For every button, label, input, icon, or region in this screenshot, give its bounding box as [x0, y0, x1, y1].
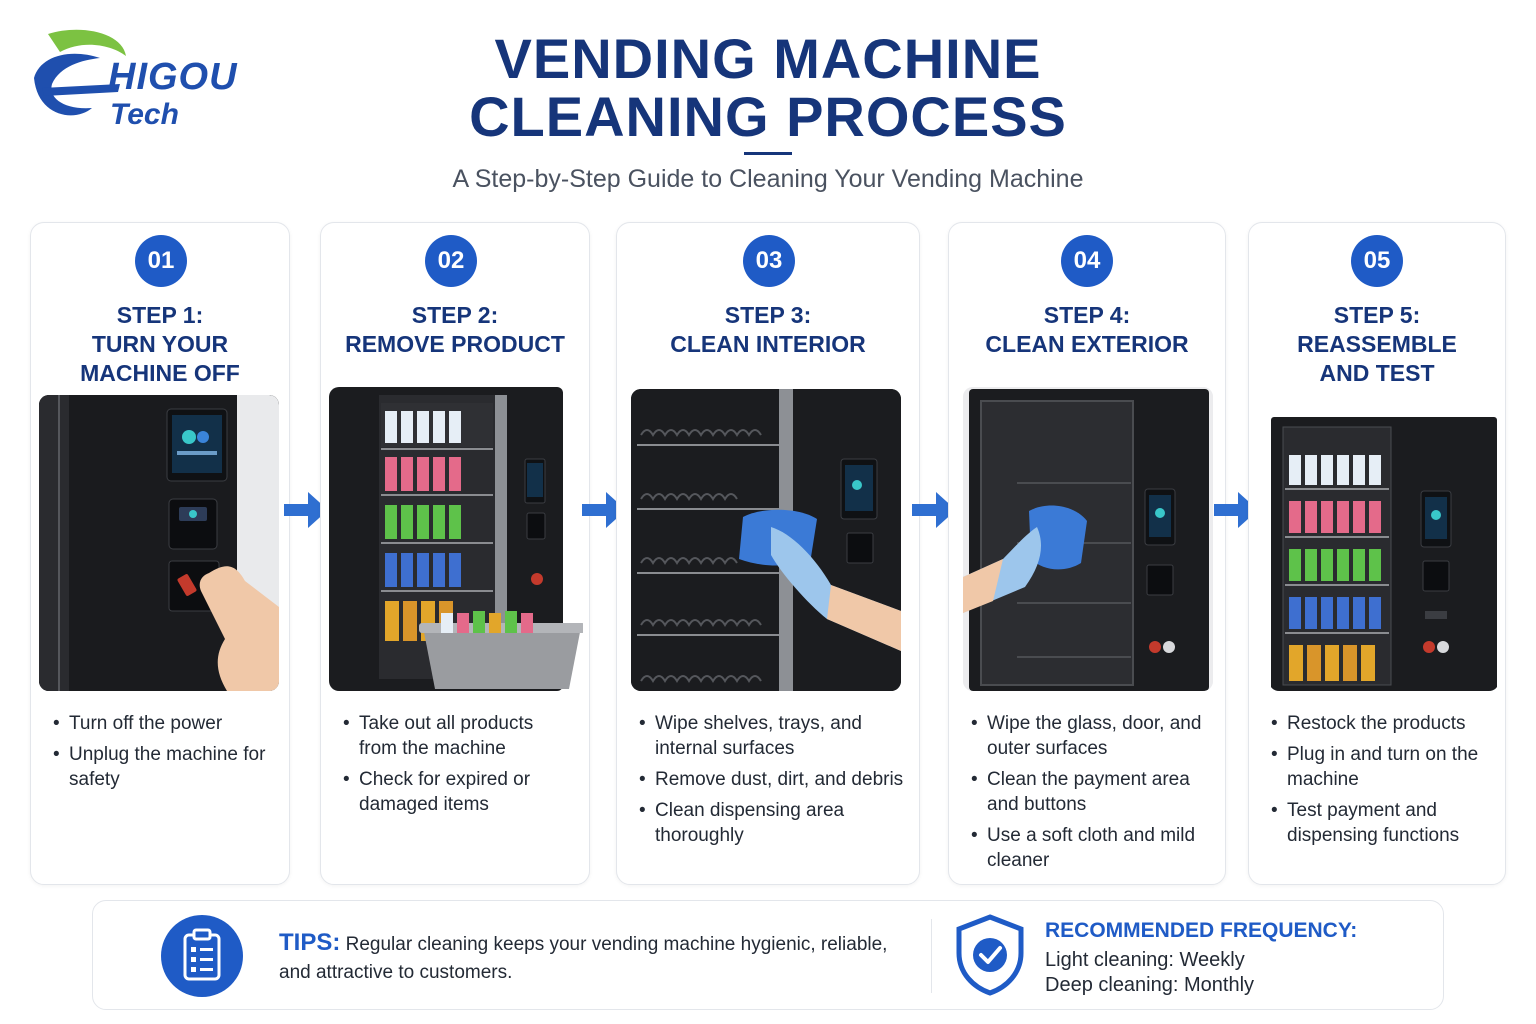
- logo-wordmark: HIGOU: [108, 56, 238, 98]
- step-title-line: STEP 1:: [116, 302, 204, 328]
- frequency-light: Light cleaning: Weekly: [1045, 949, 1245, 971]
- title-line-1: VENDING MACHINE: [494, 27, 1042, 90]
- step-number-badge: 03: [743, 235, 795, 287]
- step-title-line: TURN YOUR: [91, 331, 229, 357]
- frequency-title: RECOMMENDED FREQUENCY:: [1045, 919, 1358, 942]
- step-bullet-list: Restock the products Plug in and turn on…: [1271, 711, 1491, 854]
- step-bullet-list: Turn off the power Unplug the machine fo…: [53, 711, 275, 798]
- step-title-line: STEP 3:: [724, 302, 812, 328]
- step-number-badge: 01: [135, 235, 187, 287]
- step-bullet: Clean the payment area and buttons: [971, 767, 1211, 817]
- tips-body: Regular cleaning keeps your vending mach…: [279, 934, 888, 983]
- step-bullet: Unplug the machine for safety: [53, 742, 275, 792]
- logo-swoosh-icon: [34, 29, 126, 116]
- machine-power-switch-photo: [39, 395, 279, 691]
- step-bullet: Use a soft cloth and mild cleaner: [971, 823, 1211, 873]
- step-card-5: 05 STEP 5: REASSEMBLE AND TEST Restock: [1248, 222, 1506, 885]
- step-title-line: REASSEMBLE: [1297, 331, 1457, 357]
- step-bullet: Turn off the power: [53, 711, 275, 736]
- step-bullet-list: Wipe the glass, door, and outer surfaces…: [971, 711, 1211, 879]
- step-bullet: Restock the products: [1271, 711, 1491, 736]
- step-card-4: 04 STEP 4: CLEAN EXTERIOR Wip: [948, 222, 1226, 885]
- step-title-line: STEP 4:: [1043, 302, 1131, 328]
- logo-subword: Tech: [110, 98, 179, 131]
- step-bullet: Wipe shelves, trays, and internal surfac…: [639, 711, 905, 761]
- step-number-badge: 05: [1351, 235, 1403, 287]
- title-line-2: CLEANING PROCESS: [469, 85, 1067, 148]
- step-title-line: STEP 5:: [1333, 302, 1421, 328]
- clipboard-checklist-icon: [161, 915, 243, 997]
- step-title-line: CLEAN INTERIOR: [670, 331, 866, 357]
- arrow-right-icon: [912, 492, 956, 528]
- step-bullet: Clean dispensing area thoroughly: [639, 798, 905, 848]
- interior-wipe-photo: [631, 389, 901, 691]
- page-subtitle: A Step-by-Step Guide to Cleaning Your Ve…: [452, 165, 1084, 193]
- step-bullet: Wipe the glass, door, and outer surfaces: [971, 711, 1211, 761]
- brand-logo: HIGOU Tech: [30, 26, 270, 136]
- step-bullet: Take out all products from the machine: [343, 711, 575, 761]
- shield-check-icon: [956, 914, 1024, 996]
- step-title-line: AND TEST: [1319, 360, 1435, 386]
- step-bullet-list: Wipe shelves, trays, and internal surfac…: [639, 711, 905, 854]
- arrow-right-icon: [582, 492, 626, 528]
- step-title-line: CLEAN EXTERIOR: [985, 331, 1189, 357]
- step-number-badge: 04: [1061, 235, 1113, 287]
- step-title: STEP 4: CLEAN EXTERIOR: [949, 301, 1225, 359]
- step-card-2: 02 STEP 2: REMOVE PRODUCT: [320, 222, 590, 885]
- restocked-machine-photo: [1269, 395, 1499, 691]
- step-card-3: 03 STEP 3: CLEAN INTERIOR: [616, 222, 920, 885]
- step-title-line: MACHINE OFF: [80, 360, 240, 386]
- machine-product-removal-photo: [329, 387, 583, 691]
- arrow-right-icon: [1214, 492, 1258, 528]
- step-card-1: 01 STEP 1: TURN YOUR MACHINE OFF Turn of…: [30, 222, 290, 885]
- tips-label: TIPS:: [279, 929, 341, 956]
- divider: [931, 919, 932, 993]
- step-title: STEP 2: REMOVE PRODUCT: [321, 301, 589, 359]
- step-bullet: Plug in and turn on the machine: [1271, 742, 1491, 792]
- arrow-right-icon: [284, 492, 328, 528]
- tips-text: TIPS: Regular cleaning keeps your vendin…: [279, 929, 919, 987]
- step-bullet-list: Take out all products from the machine C…: [343, 711, 575, 823]
- tips-panel: TIPS: Regular cleaning keeps your vendin…: [92, 900, 1444, 1010]
- step-bullet: Remove dust, dirt, and debris: [639, 767, 905, 792]
- step-number-badge: 02: [425, 235, 477, 287]
- page-title: VENDING MACHINE CLEANING PROCESS: [0, 30, 1536, 146]
- step-title: STEP 1: TURN YOUR MACHINE OFF: [31, 301, 289, 388]
- title-underline: [744, 152, 792, 155]
- frequency-deep: Deep cleaning: Monthly: [1045, 974, 1255, 996]
- step-title-line: REMOVE PRODUCT: [345, 331, 565, 357]
- step-title: STEP 3: CLEAN INTERIOR: [617, 301, 919, 359]
- exterior-wipe-photo: [963, 387, 1213, 691]
- step-bullet: Check for expired or damaged items: [343, 767, 575, 817]
- step-title-line: STEP 2:: [411, 302, 499, 328]
- step-bullet: Test payment and dispensing functions: [1271, 798, 1491, 848]
- step-title: STEP 5: REASSEMBLE AND TEST: [1249, 301, 1505, 388]
